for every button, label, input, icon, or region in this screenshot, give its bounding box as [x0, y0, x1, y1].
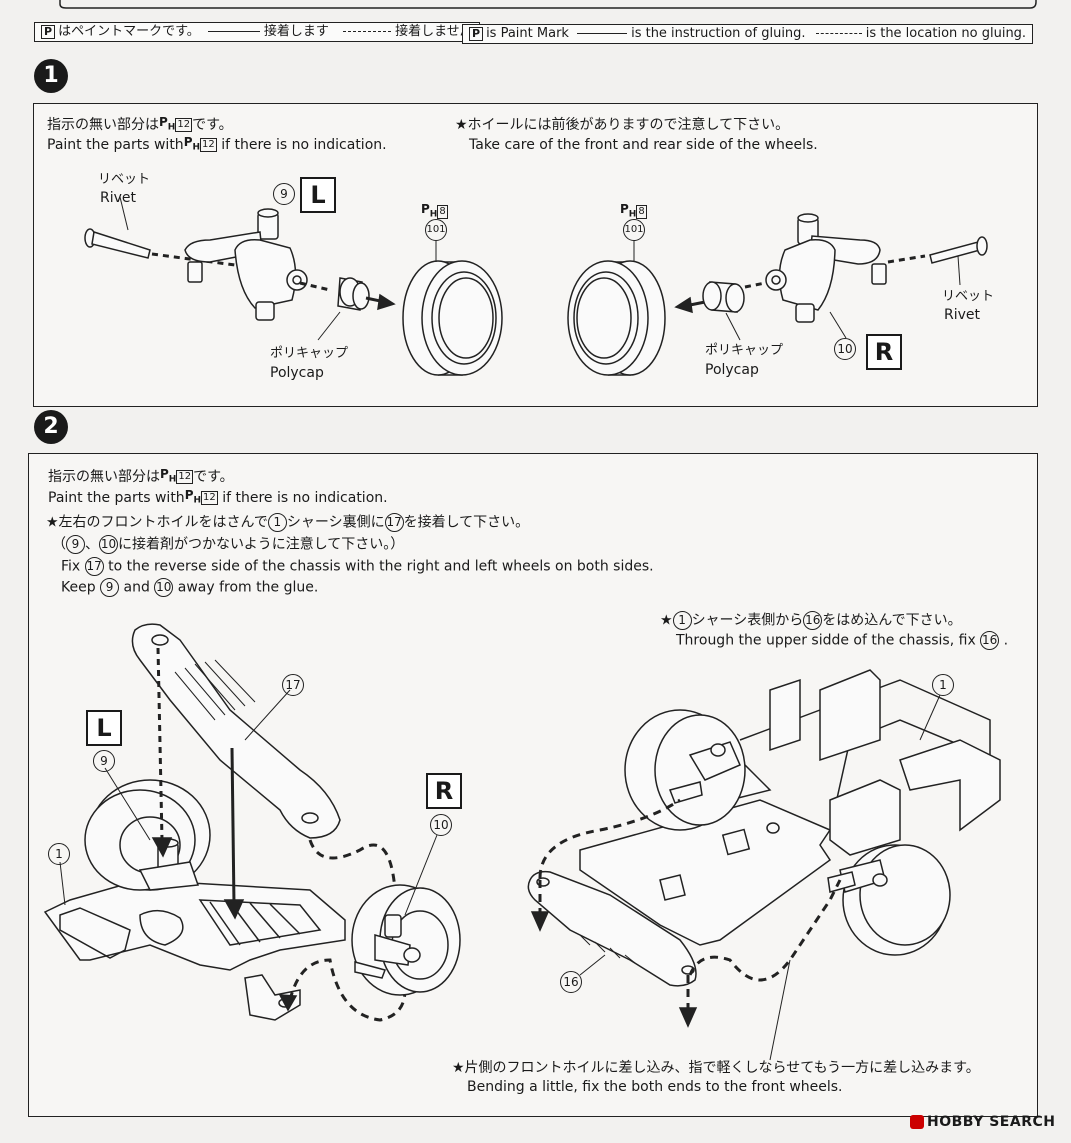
left-polycap-icon	[337, 277, 370, 311]
watermark: HOBBY SEARCH	[910, 1113, 1055, 1132]
left-wheel-icon	[402, 260, 503, 376]
step1-illustration	[84, 196, 988, 376]
paint-mark-icon: P	[41, 25, 56, 39]
part-10-label-2: 10	[430, 814, 452, 836]
rivet-label-left-en: Rivet	[100, 190, 137, 206]
step2-instruction2-en: Keep 9 and 10 away from the glue.	[61, 578, 319, 597]
right-side-label-2: R	[426, 773, 462, 809]
part-1-label-left: 1	[48, 843, 70, 865]
rivet-label-left-jp: リベット	[98, 172, 151, 187]
right-side-label: R	[866, 334, 902, 370]
rivet-label-right-jp: リベット	[942, 289, 995, 304]
paint-mark-icon: P	[469, 27, 484, 41]
part-16-label: 16	[560, 971, 582, 993]
part-101-label-right: 101	[623, 219, 645, 241]
step1-wheel-note-jp: ★ホイールには前後がありますので注意して下さい。	[455, 117, 790, 133]
glue-arrow-icon	[207, 31, 260, 32]
part-17-arm-icon	[131, 623, 341, 839]
left-side-label-2: L	[86, 710, 122, 746]
part-1-label-right: 1	[932, 674, 954, 696]
rear-wheel-left-icon	[624, 709, 746, 831]
step2-right-note-en: Through the upper sidde of the chassis, …	[676, 631, 1009, 650]
hobby-search-logo-icon	[910, 1115, 924, 1129]
rear-wheel-right-icon	[827, 844, 951, 956]
noglue-arrow-icon	[815, 33, 862, 34]
step-2-number: 2	[34, 410, 68, 444]
noglue-arrow-icon	[343, 31, 392, 32]
polycap-label-right-jp: ポリキャップ	[705, 343, 784, 358]
part-9-label: 9	[273, 183, 295, 205]
step-1-number: 1	[34, 59, 68, 93]
glue-arrow-icon	[577, 33, 628, 34]
rivet-label-right-en: Rivet	[944, 307, 981, 323]
part-10-label: 10	[834, 338, 856, 360]
step1-wheel-note-en: Take care of the front and rear side of …	[469, 137, 818, 153]
right-rivet-icon	[929, 236, 988, 264]
left-rivet-icon	[84, 228, 151, 259]
right-knuckle-icon	[765, 213, 887, 323]
right-wheel-icon	[567, 260, 666, 376]
left-side-label: L	[300, 177, 336, 213]
part-9-label-2: 9	[93, 750, 115, 772]
right-chassis-icon	[579, 669, 1001, 946]
step2-bottom-note-jp: ★片側のフロントホイルに差し込み、指で軽くしならせてもう一方に差し込みます。	[452, 1060, 980, 1076]
part-17-label: 17	[282, 674, 304, 696]
right-polycap-icon	[702, 281, 745, 313]
left-knuckle-icon	[184, 208, 308, 321]
right-knuckle-2-icon	[354, 914, 421, 979]
polycap-label-right-en: Polycap	[705, 362, 759, 378]
polycap-label-left-en: Polycap	[270, 365, 324, 381]
polycap-label-left-jp: ポリキャップ	[270, 346, 349, 361]
step2-instruction1-en: Fix 17 to the reverse side of the chassi…	[61, 557, 654, 576]
left-chassis-icon	[43, 879, 346, 1021]
part-101-label-left: 101	[425, 219, 447, 241]
step2-bottom-note-en: Bending a little, fix the both ends to t…	[467, 1079, 843, 1095]
right-front-wheel-icon	[351, 884, 461, 996]
top-border	[59, 0, 1037, 9]
